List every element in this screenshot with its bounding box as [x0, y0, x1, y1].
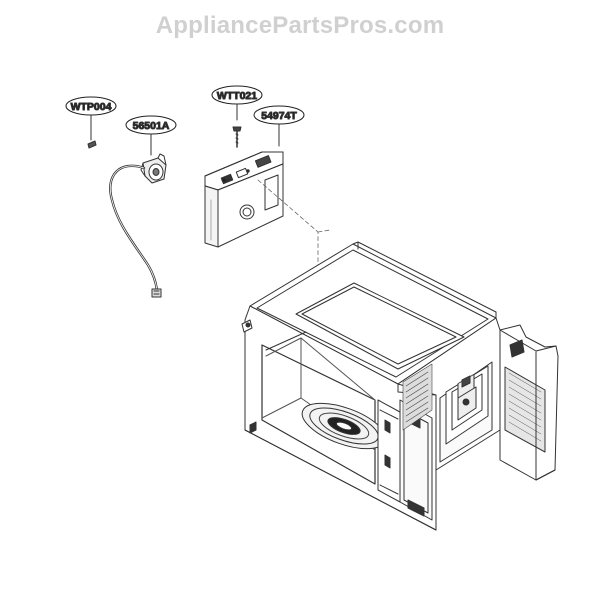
callout-54974t-label: 54974T [261, 110, 297, 122]
sensor-56501a [140, 153, 167, 184]
callout-wtt021[interactable]: WTT021 [211, 85, 263, 121]
callout-wtt021-label: WTT021 [217, 90, 257, 102]
side-vent [402, 363, 433, 431]
bracket-54974t [204, 151, 284, 248]
callout-wtp004[interactable]: WTP004 [65, 96, 117, 141]
callout-54974t[interactable]: 54974T [253, 105, 305, 147]
microwave-cavity [241, 241, 559, 531]
callout-56501a[interactable]: 56501A [125, 115, 177, 156]
screw-wtp004 [87, 140, 97, 149]
sensor-wire [109, 164, 162, 298]
callout-wtp004-label: WTP004 [71, 101, 112, 113]
callout-56501a-label: 56501A [133, 120, 170, 132]
screw-wtt021 [232, 126, 242, 148]
watermark: AppliancePartsPros.com [155, 12, 445, 39]
